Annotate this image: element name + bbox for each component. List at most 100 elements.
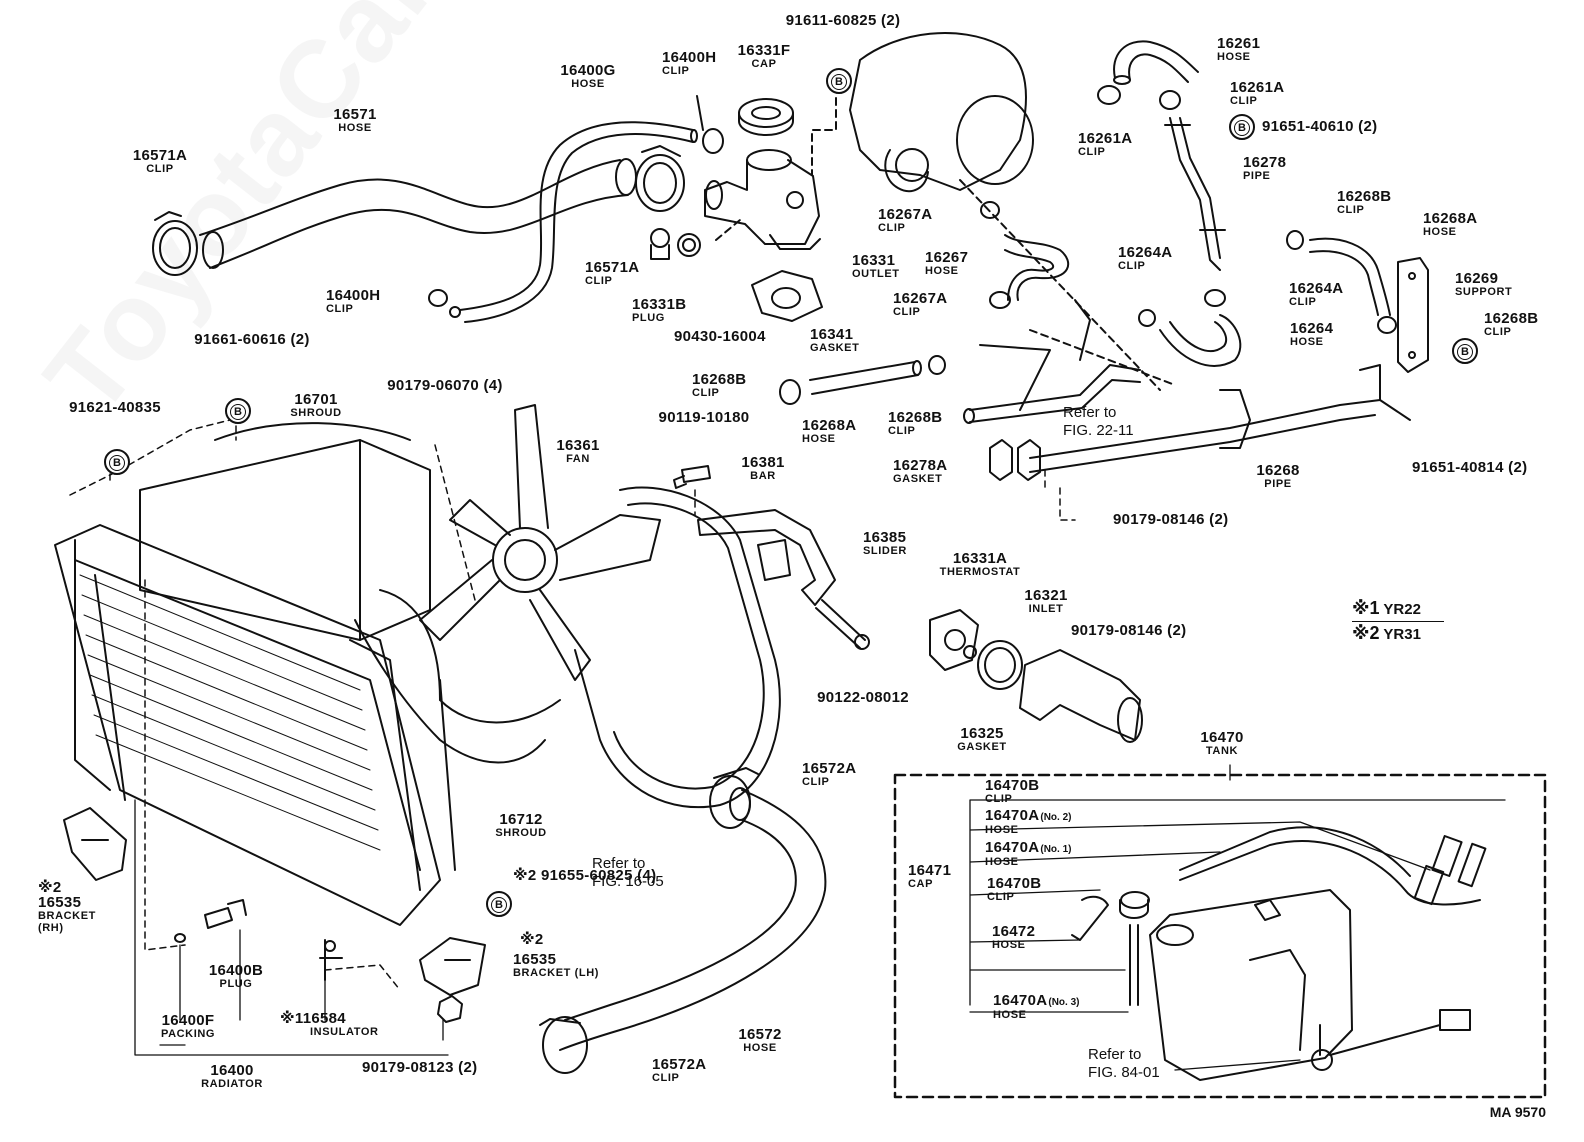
label-90122-08012: 90122-08012 bbox=[817, 689, 909, 706]
bolt-marker-91655: B bbox=[486, 891, 512, 917]
bolt-marker-91651-40610: B bbox=[1229, 114, 1255, 140]
nut-90179-08123-drawing bbox=[437, 995, 463, 1023]
label-16470a-no3-hose: 16470A(No. 3)HOSE bbox=[993, 992, 1080, 1021]
label-91651-40610: 91651-40610 (2) bbox=[1262, 118, 1378, 135]
hose-16268a-left-drawing bbox=[779, 355, 946, 405]
label-91661-60616: 91661-60616 (2) bbox=[194, 331, 310, 348]
label-90119-10180: 90119-10180 bbox=[658, 409, 750, 426]
pipe-16278-drawing bbox=[1164, 117, 1226, 271]
heater-hose-16261-drawing bbox=[1113, 40, 1199, 85]
shroud-16712-ring-drawing bbox=[574, 486, 781, 809]
diagram-code: MA 9570 bbox=[1489, 1104, 1546, 1120]
clip-16571a-left-drawing bbox=[152, 211, 198, 276]
hose-16268a-right-drawing bbox=[1309, 237, 1391, 316]
bolt-marker-91661: B bbox=[225, 398, 251, 424]
inlet-16321-drawing bbox=[1019, 649, 1143, 743]
label-91651-40814: 91651-40814 (2) bbox=[1412, 459, 1528, 476]
bar-16381-drawing bbox=[697, 509, 870, 650]
clip-16572a-lower-drawing bbox=[539, 1016, 588, 1074]
label-16535-bracket-rh: ※2 16535 BRACKET (RH) bbox=[38, 879, 96, 934]
hose-16267-drawing bbox=[1004, 234, 1070, 301]
radiator-16400-drawing bbox=[54, 524, 456, 926]
tank-cap-16471-drawing bbox=[1119, 891, 1150, 919]
gasket-16325-drawing bbox=[977, 640, 1023, 690]
bolt-marker-91611: B bbox=[826, 68, 852, 94]
model-legend: ※1 YR22 ※2 YR31 bbox=[1352, 597, 1444, 646]
packing-16400f-drawing bbox=[174, 933, 186, 943]
label-91621-40835: 91621-40835 bbox=[69, 399, 161, 416]
label-90179-08146-lower: 90179-08146 (2) bbox=[1071, 622, 1187, 639]
clip-16400h-lower-drawing bbox=[428, 289, 461, 318]
clip-16572a-upper-drawing bbox=[709, 767, 759, 829]
solid-leaders bbox=[134, 764, 1506, 1071]
gasket-90430-drawing bbox=[677, 233, 701, 257]
label-16470a-no2-hose: 16470A(No. 2)HOSE bbox=[985, 807, 1072, 836]
small-clips-heater bbox=[980, 201, 1397, 334]
label-16470a-no1-hose: 16470A(No. 1)HOSE bbox=[985, 839, 1072, 868]
bolt-marker-91621: B bbox=[104, 449, 130, 475]
plug-16400b-drawing bbox=[204, 899, 247, 929]
legend-row-2: ※2 YR31 bbox=[1352, 621, 1444, 646]
insulator-16584-drawing bbox=[319, 939, 343, 981]
heater-clip-16261a-drawing bbox=[1097, 85, 1181, 110]
gasket-16341-drawing bbox=[751, 270, 823, 322]
bolt-marker-91651-40814: B bbox=[1452, 338, 1478, 364]
plug-16331b-drawing bbox=[650, 228, 670, 260]
label-90179-06070: 90179-06070 (4) bbox=[387, 377, 503, 394]
heater-pipe-front-drawing bbox=[963, 299, 1141, 424]
support-16269-drawing bbox=[1397, 257, 1429, 373]
engine-block-sketch bbox=[849, 32, 1034, 193]
fan-16361-drawing bbox=[419, 404, 661, 681]
level-sensor-drawing bbox=[1311, 1009, 1471, 1071]
label-90430-16004: 90430-16004 bbox=[674, 328, 766, 345]
label-90179-08146-upper: 90179-08146 (2) bbox=[1113, 511, 1229, 528]
shroud-16712-drawing bbox=[354, 589, 561, 764]
water-outlet-drawing bbox=[704, 149, 821, 250]
pipe-16268-drawing bbox=[1029, 364, 1411, 473]
gasket-16278a-drawing bbox=[989, 439, 1041, 481]
legend-row-1: ※1 YR22 bbox=[1352, 598, 1421, 618]
